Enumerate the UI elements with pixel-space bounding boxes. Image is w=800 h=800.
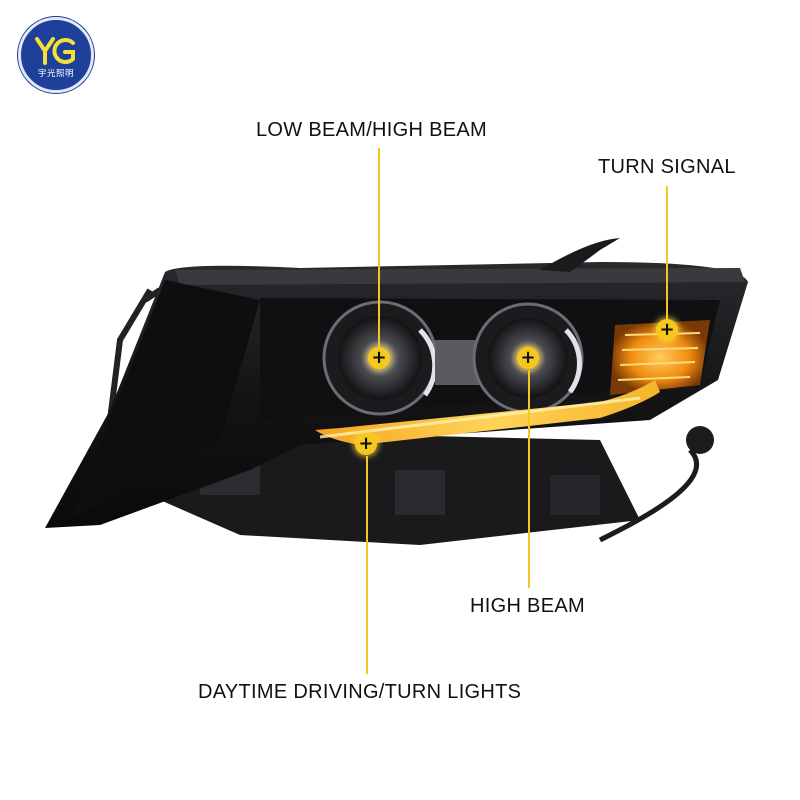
callout-label-low-high-beam: LOW BEAM/HIGH BEAM	[256, 119, 487, 141]
brand-logo: 宇光照明	[18, 17, 94, 93]
bracket-2	[395, 470, 445, 515]
wires	[598, 448, 700, 543]
brand-name: 宇光照明	[37, 68, 74, 79]
callout-line-low-high-beam	[378, 148, 380, 348]
callout-label-turn-signal: TURN SIGNAL	[598, 156, 736, 178]
projector-right-halo	[564, 328, 582, 394]
connector	[686, 426, 714, 454]
bracket-3	[550, 475, 600, 515]
projector-left-halo	[418, 328, 438, 397]
callout-marker-turn-signal[interactable]: +	[656, 319, 678, 341]
left-fascia	[70, 280, 260, 520]
top-fin	[540, 238, 620, 272]
callout-line-high-beam	[528, 370, 530, 588]
callout-marker-high-beam[interactable]: +	[517, 347, 539, 369]
callout-marker-drl-turn[interactable]: +	[355, 433, 377, 455]
drl-bar	[315, 380, 660, 445]
callout-line-drl-turn	[366, 456, 368, 674]
brand-mark-icon	[35, 36, 75, 65]
callout-line-turn-signal	[666, 186, 668, 320]
callout-label-high-beam: HIGH BEAM	[470, 595, 585, 617]
callout-label-drl-turn: DAYTIME DRIVING/TURN LIGHTS	[198, 681, 522, 703]
callout-marker-low-high-beam[interactable]: +	[368, 347, 390, 369]
housing-rim	[175, 268, 745, 285]
drl-glow	[319, 396, 641, 439]
